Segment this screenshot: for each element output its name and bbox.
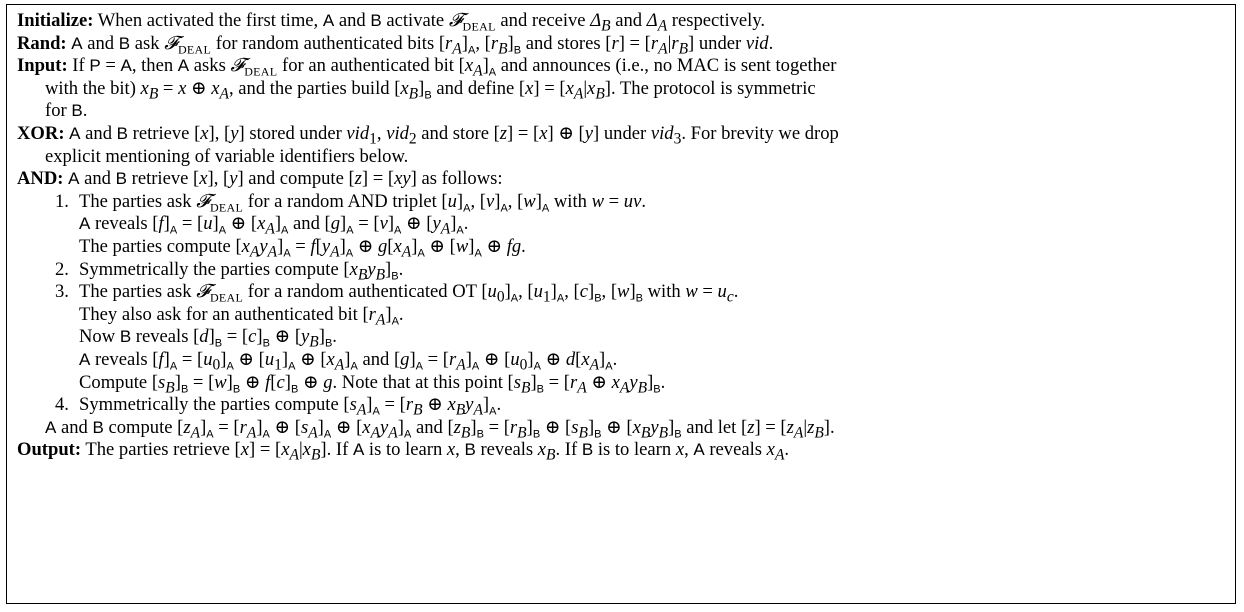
input-paragraph: Input: If P = A, then A asks 𝓕DEAL for a… [17, 55, 837, 122]
xor-label: XOR: [17, 122, 65, 144]
and-step-1: 1.The parties ask 𝓕DEAL for a random AND… [55, 190, 647, 261]
and-step-2: 2.Symmetrically the parties compute [xBy… [55, 258, 404, 284]
rand-label: Rand: [17, 32, 67, 54]
output-paragraph: Output: The parties retrieve [x] = [xA|x… [17, 439, 1225, 464]
protocol-box: Initialize: When activated the first tim… [6, 4, 1236, 604]
output-label: Output: [17, 439, 82, 461]
output-text: The parties retrieve [x] = [xA|xB]. If A… [85, 439, 790, 464]
and-label: AND: [17, 168, 64, 190]
xor-paragraph: XOR: A and B retrieve [x], [y] stored un… [17, 122, 839, 167]
and-step-4: 4.Symmetrically the parties compute [sA]… [55, 394, 502, 419]
step-number: 1. [55, 190, 69, 212]
initialize-text: When activated the first time, A and B a… [97, 10, 766, 35]
rand-paragraph: Rand: A and B ask 𝓕DEAL for random authe… [17, 32, 1225, 58]
initialize-label: Initialize: [17, 10, 94, 31]
and-final-line: A and B compute [zA]A = [rA]A ⊕ [sA]A ⊕ … [45, 416, 835, 442]
step-number: 4. [55, 394, 69, 416]
rand-text: A and B ask 𝓕DEAL for random authenticat… [71, 32, 774, 58]
initialize-paragraph: Initialize: When activated the first tim… [17, 10, 1225, 35]
and-paragraph: AND: A and B retrieve [x], [y] and compu… [17, 168, 1225, 442]
step-number: 3. [55, 281, 69, 303]
and-step-3: 3.The parties ask 𝓕DEAL for a random aut… [55, 281, 739, 397]
input-label: Input: [17, 55, 68, 77]
step-number: 2. [55, 258, 69, 280]
